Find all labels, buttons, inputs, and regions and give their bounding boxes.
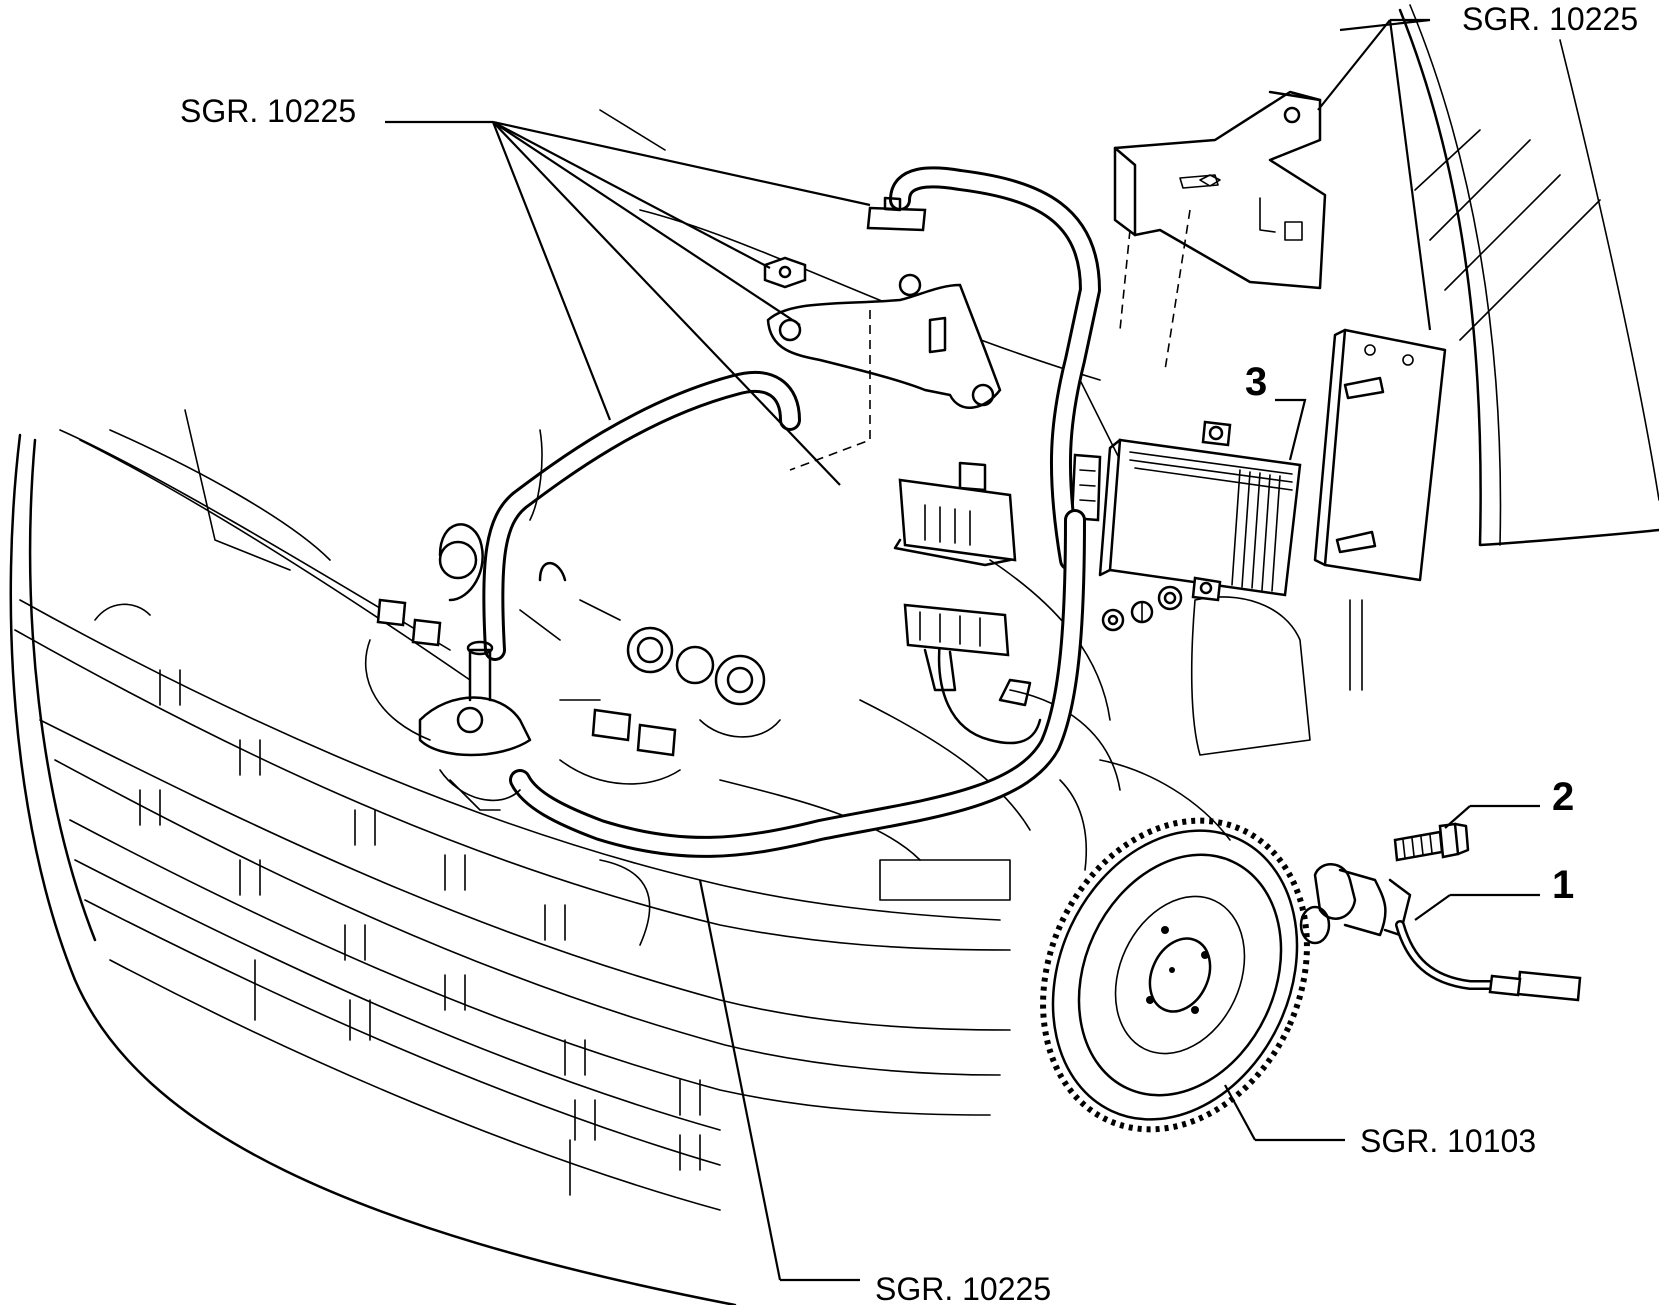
leader-lines: [385, 18, 1540, 1282]
relay-box: [893, 461, 1017, 567]
bolt: [1393, 822, 1470, 862]
sensor: [1299, 863, 1582, 1002]
fuse-block: [903, 603, 1010, 692]
side-plate: [1313, 328, 1447, 582]
part-number-2: 2: [1552, 775, 1574, 819]
flywheel: [1040, 817, 1310, 1133]
intake-assembly: [376, 429, 781, 811]
upper-fittings: [763, 196, 1002, 471]
callout-top-right: SGR. 10225: [1462, 1, 1638, 37]
callout-flywheel: SGR. 10103: [1360, 1123, 1536, 1159]
callout-top-left: SGR. 10225: [180, 93, 356, 129]
mounting-bracket: [1113, 90, 1327, 371]
callout-bottom: SGR. 10225: [875, 1271, 1051, 1305]
side-door-panel: [1190, 4, 1659, 756]
front-bumper: [9, 409, 1011, 1307]
part-number-3: 3: [1245, 360, 1267, 404]
part-number-1: 1: [1552, 863, 1574, 907]
control-unit: [1070, 420, 1302, 632]
wiring-harness: [364, 166, 1101, 858]
